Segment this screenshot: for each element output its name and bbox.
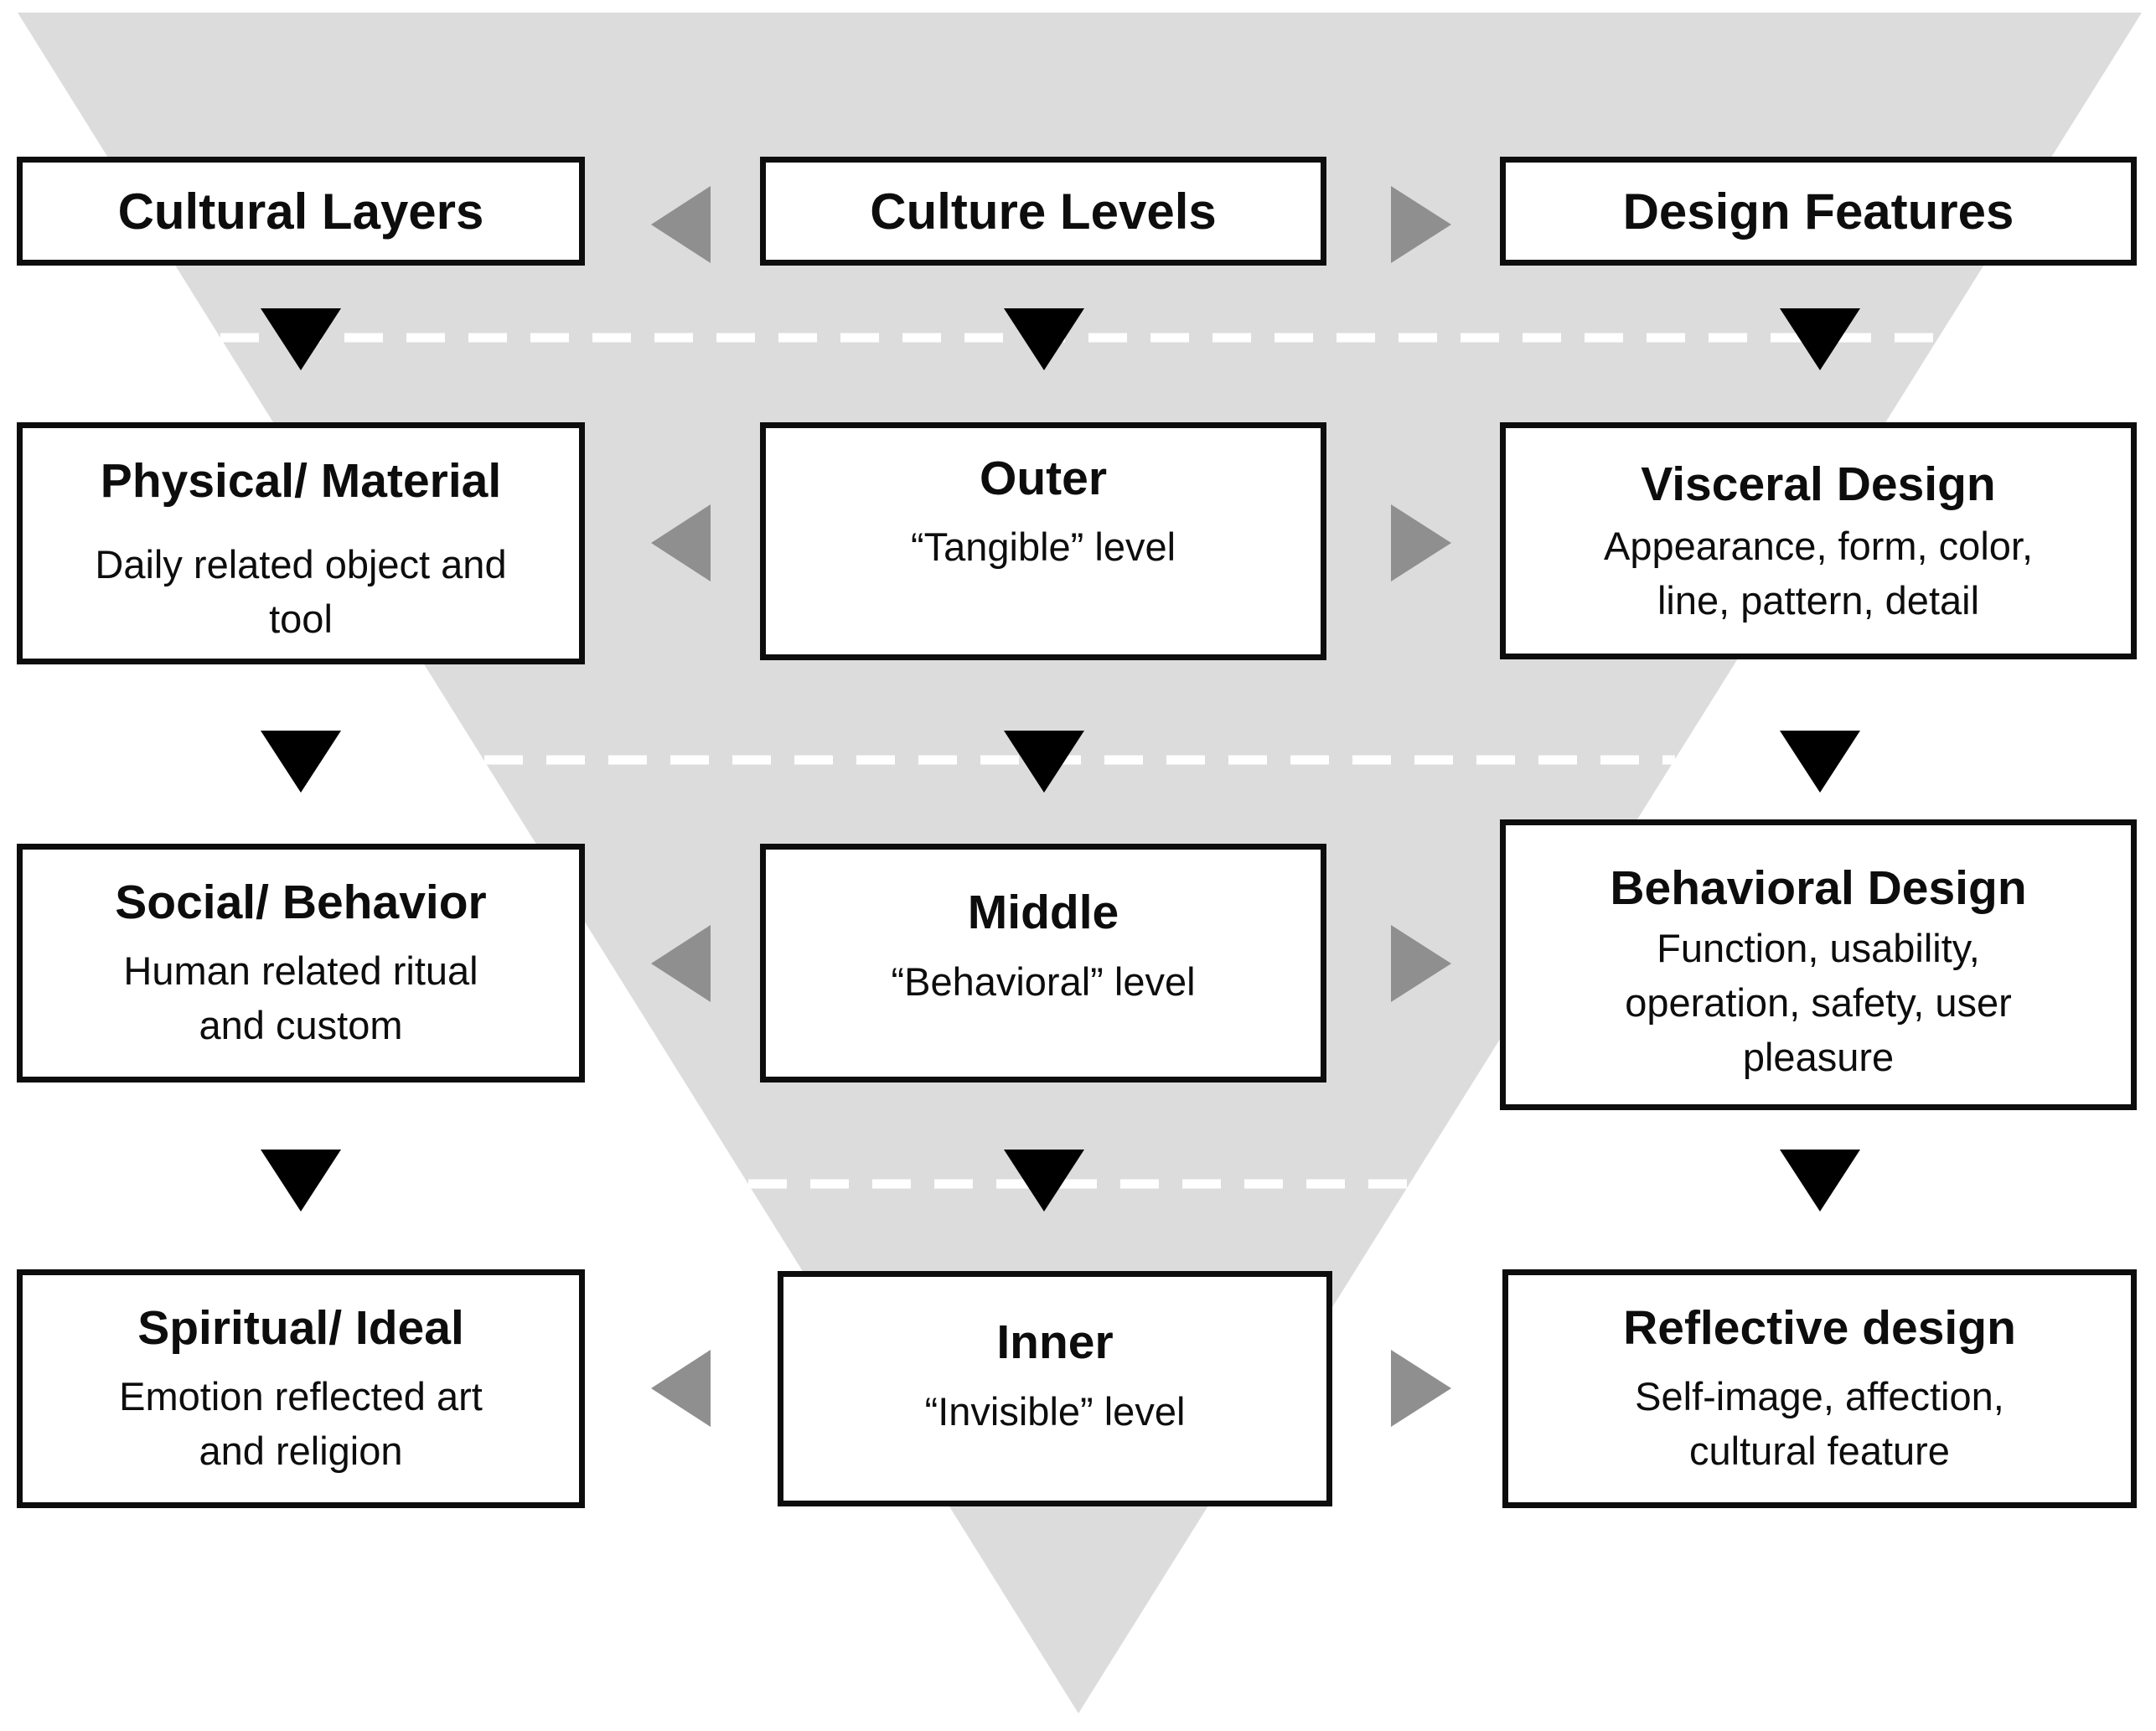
box-title: Behavioral Design bbox=[1610, 861, 2027, 915]
box-body: “Tangible” level bbox=[910, 524, 1176, 570]
box-title: Visceral Design bbox=[1641, 457, 1996, 511]
right-arrow-icon bbox=[1391, 925, 1451, 1002]
down-arrow-icon bbox=[261, 308, 341, 370]
box-visceral-design: Visceral Design Appearance, form, color,… bbox=[1500, 422, 2137, 659]
box-title: Outer bbox=[979, 451, 1108, 505]
down-arrow-icon bbox=[261, 1150, 341, 1212]
box-physical-material: Physical/ Material Daily related object … bbox=[17, 422, 585, 664]
box-inner: Inner “Invisible” level bbox=[778, 1271, 1332, 1506]
header-box-cultural-layers: Cultural Layers bbox=[17, 157, 585, 266]
box-title: Social/ Behavior bbox=[115, 876, 487, 930]
box-body: Human related ritual and custom bbox=[123, 948, 478, 1048]
down-arrow-icon bbox=[1004, 1150, 1084, 1212]
right-arrow-icon bbox=[1391, 1350, 1451, 1427]
box-body: Emotion reflected art and religion bbox=[119, 1374, 483, 1474]
down-arrow-icon bbox=[1780, 1150, 1860, 1212]
box-title: Inner bbox=[996, 1315, 1114, 1370]
box-body: “Behavioral” level bbox=[891, 959, 1196, 1004]
box-behavioral-design: Behavioral Design Function, usability, o… bbox=[1500, 819, 2137, 1110]
down-arrow-icon bbox=[1780, 731, 1860, 793]
left-arrow-icon bbox=[651, 504, 711, 581]
down-arrow-icon bbox=[1780, 308, 1860, 370]
column-header-label: Design Features bbox=[1622, 183, 2014, 240]
box-social-behavior: Social/ Behavior Human related ritual an… bbox=[17, 844, 585, 1083]
header-box-culture-levels: Culture Levels bbox=[760, 157, 1326, 266]
box-body: Daily related object and tool bbox=[95, 542, 507, 642]
down-arrow-icon bbox=[261, 731, 341, 793]
box-body: Self-image, affection, cultural feature bbox=[1635, 1374, 2004, 1474]
header-box-design-features: Design Features bbox=[1500, 157, 2137, 266]
left-arrow-icon bbox=[651, 1350, 711, 1427]
box-body: Appearance, form, color, line, pattern, … bbox=[1603, 524, 2034, 623]
left-arrow-icon bbox=[651, 186, 711, 263]
right-arrow-icon bbox=[1391, 504, 1451, 581]
box-title: Reflective design bbox=[1623, 1301, 2016, 1356]
down-arrow-icon bbox=[1004, 731, 1084, 793]
left-arrow-icon bbox=[651, 925, 711, 1002]
box-body: Function, usability, operation, safety, … bbox=[1625, 926, 2012, 1079]
box-title: Spiritual/ Ideal bbox=[137, 1301, 464, 1356]
box-spiritual-ideal: Spiritual/ Ideal Emotion reflected art a… bbox=[17, 1269, 585, 1508]
box-middle: Middle “Behavioral” level bbox=[760, 844, 1326, 1083]
column-header-label: Cultural Layers bbox=[117, 183, 484, 240]
right-arrow-icon bbox=[1391, 186, 1451, 263]
down-arrow-icon bbox=[1004, 308, 1084, 370]
box-outer: Outer “Tangible” level bbox=[760, 422, 1326, 660]
box-title: Middle bbox=[967, 886, 1119, 940]
box-title: Physical/ Material bbox=[100, 454, 502, 508]
box-reflective-design: Reflective design Self-image, affection,… bbox=[1502, 1269, 2137, 1508]
column-header-label: Culture Levels bbox=[870, 183, 1217, 240]
box-body: “Invisible” level bbox=[924, 1388, 1186, 1434]
